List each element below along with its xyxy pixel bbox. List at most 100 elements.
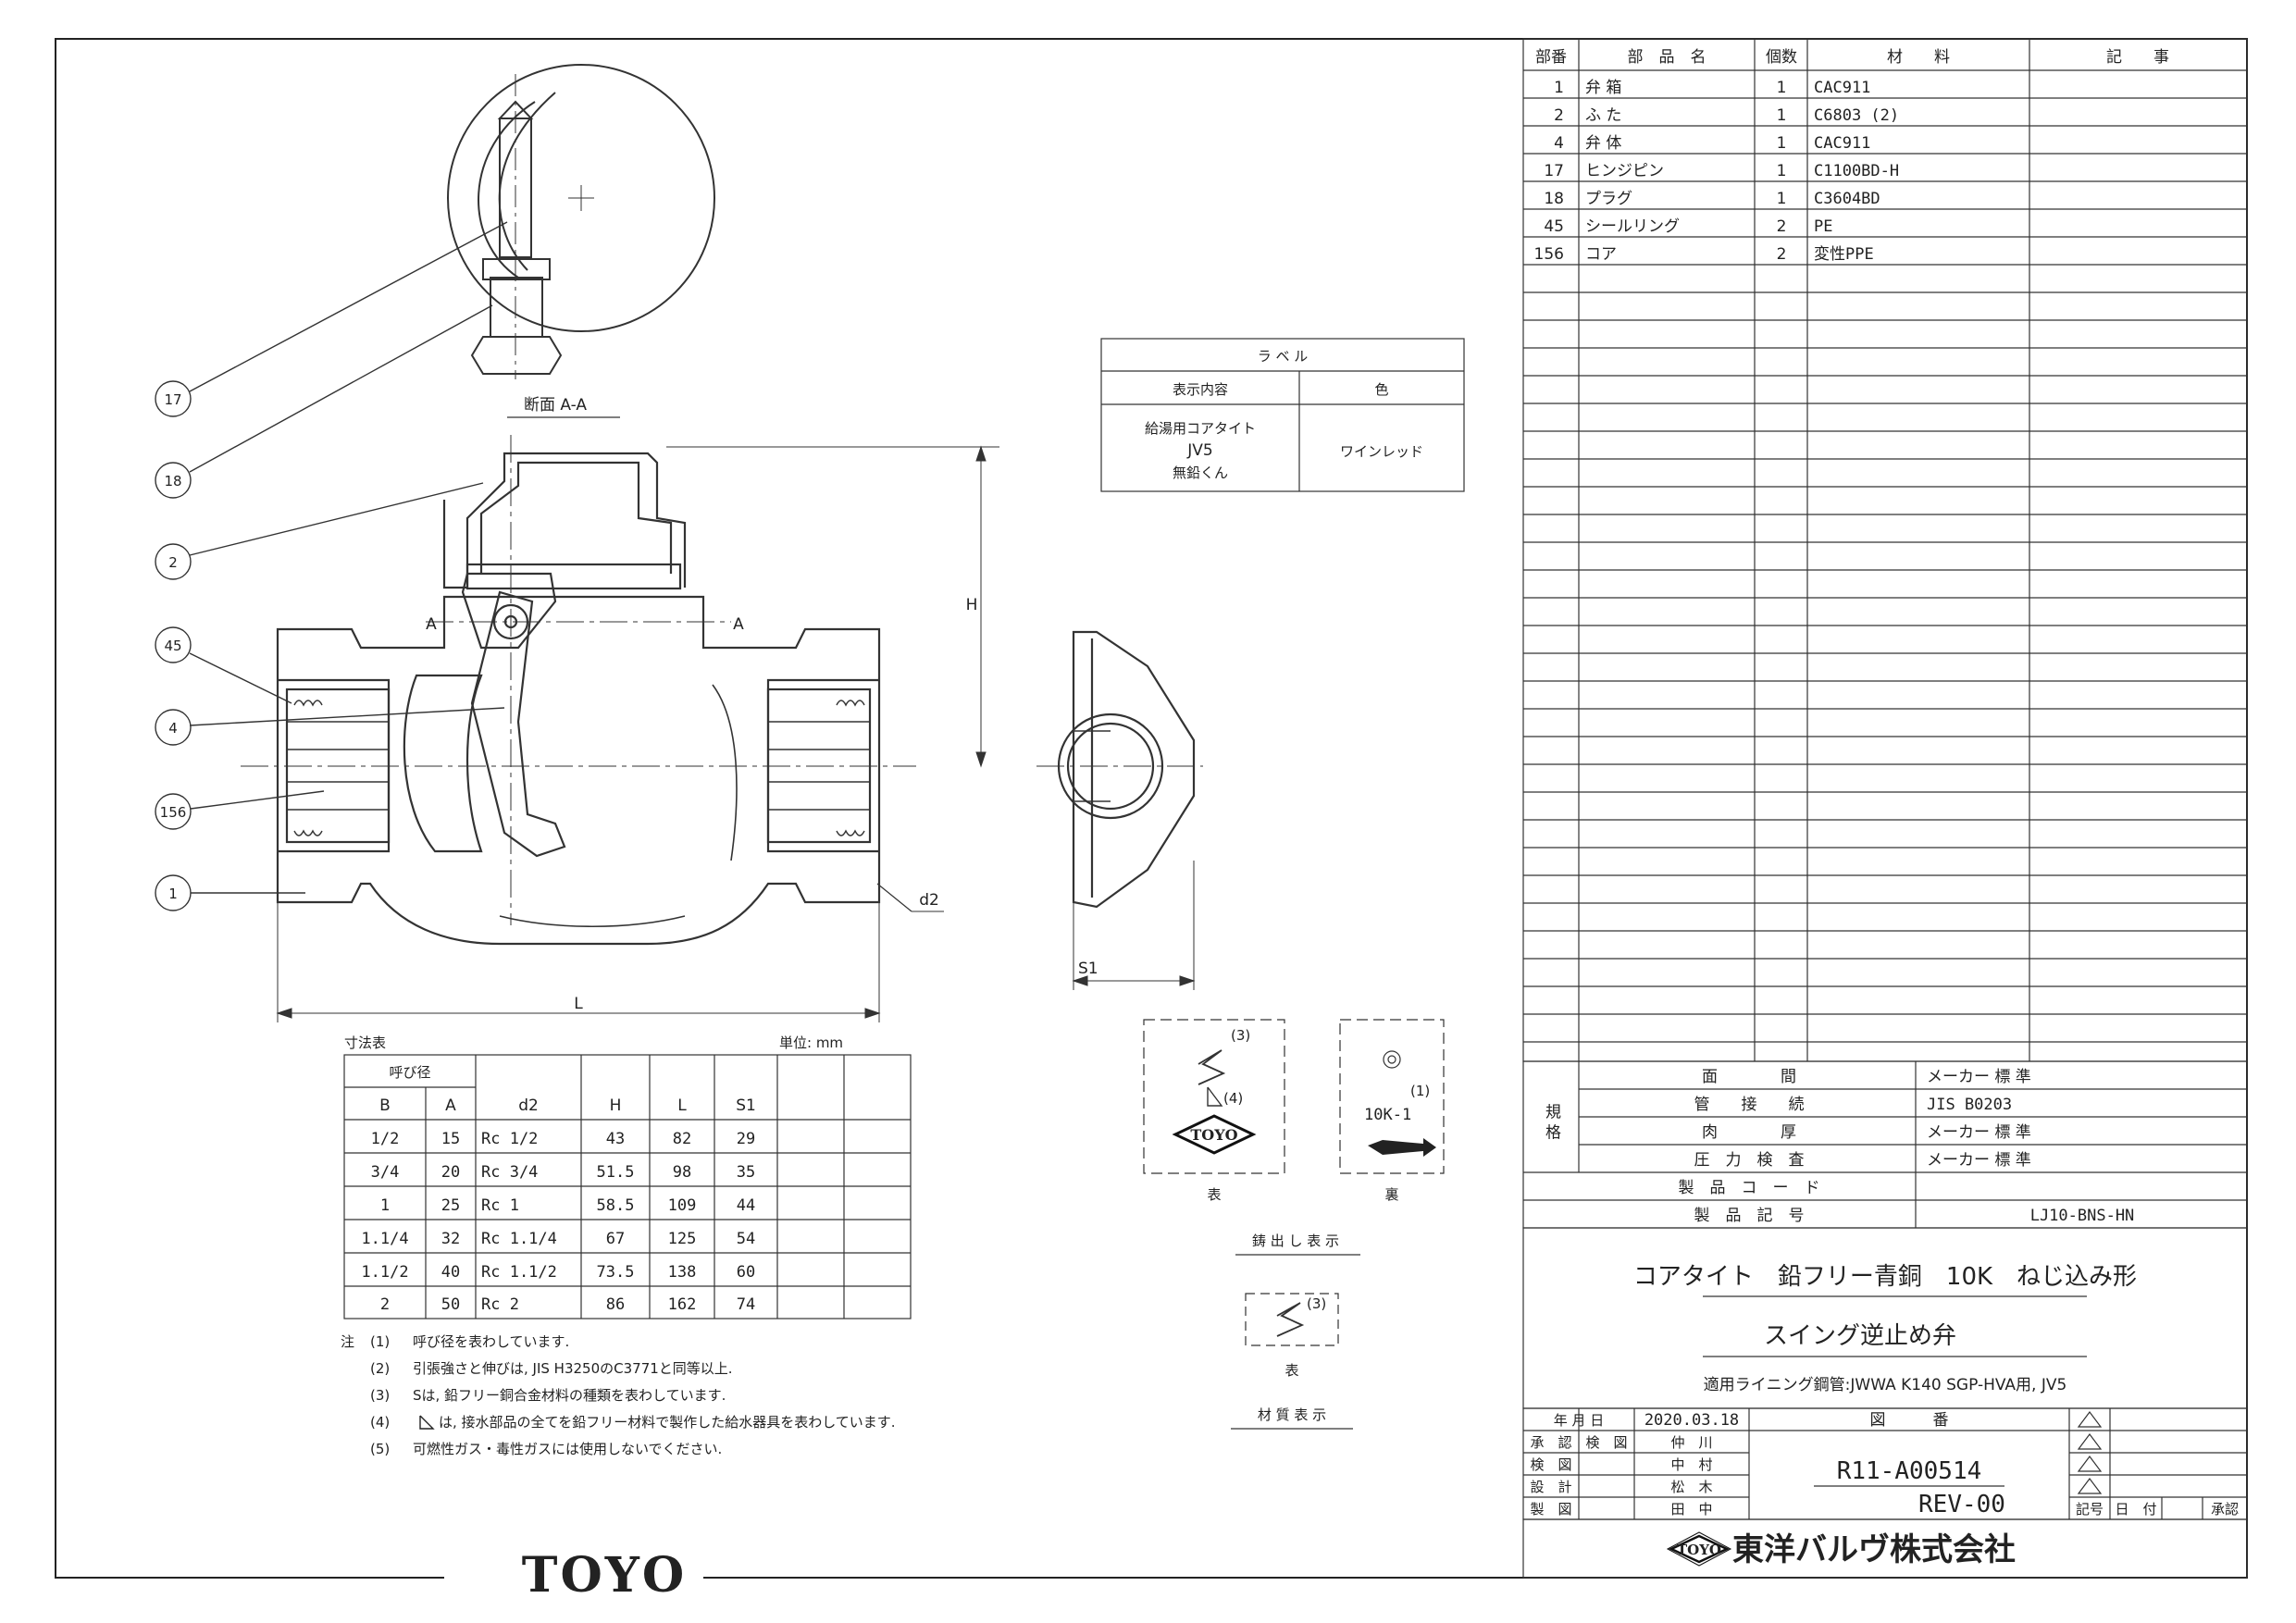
- cast-marking-back: [1339, 1019, 1445, 1174]
- dim-cell: 82: [673, 1130, 691, 1148]
- dimension-lines: [276, 445, 1196, 1022]
- header-part-name: 部 品 名: [1628, 48, 1706, 67]
- material-marking: [1245, 1293, 1339, 1346]
- dim-cell: Rc 1.1/2: [481, 1263, 557, 1282]
- parts-rows: 1 弁 箱 1 CAC911 2 ふ た 1 C6803 (2) 4 弁 体 1…: [1534, 79, 1900, 264]
- spec-item: 面 間: [1702, 1068, 1796, 1086]
- material-caption: 材 質 表 示: [1258, 1406, 1326, 1423]
- label-content-line: 給湯用コアタイト: [1145, 420, 1256, 437]
- dim-label-d2: d2: [919, 891, 939, 910]
- label-col-content: 表示内容: [1173, 381, 1228, 398]
- product-symbol-label: 製 品 記 号: [1694, 1207, 1805, 1225]
- table-row: 1.1/4 32 Rc 1.1/4 67 125 54: [361, 1230, 755, 1248]
- part-material: C1100BD-H: [1814, 162, 1899, 180]
- part-material: CAC911: [1814, 79, 1870, 97]
- note-text: は, 接水部品の全てを鉛フリー材料で製作した給水器具を表わしています.: [439, 1414, 896, 1431]
- section-a-a-view: [447, 64, 715, 379]
- part-material: PE: [1814, 217, 1832, 236]
- note-num: (3): [370, 1387, 390, 1404]
- table-row: 1 25 Rc 1 58.5 109 44: [380, 1196, 755, 1215]
- rev-col-date: 日 付: [2115, 1501, 2156, 1518]
- dim-cell: 125: [668, 1230, 697, 1248]
- parts-table: [1522, 38, 2248, 1062]
- cast-front-label: 表: [1207, 1186, 1221, 1203]
- table-row: 17 ヒンジピン 1 C1100BD-H: [1544, 162, 1899, 180]
- valve-side-view: [1057, 630, 1196, 909]
- balloon-label: 18: [164, 473, 181, 489]
- spec-item: 肉 厚: [1702, 1123, 1796, 1142]
- product-code-label: 製 品 コ ー ド: [1679, 1179, 1820, 1197]
- footer-logo-text: TOYO: [522, 1547, 687, 1604]
- part-material: C6803 (2): [1814, 106, 1899, 125]
- dim-cell: 1/2: [371, 1130, 400, 1148]
- part-no: 4: [1554, 134, 1564, 153]
- company-name: 東洋バルヴ株式会社: [1732, 1531, 2016, 1568]
- balloon-label: 45: [164, 638, 181, 654]
- dim-label-l: L: [574, 995, 583, 1013]
- spec-group-label: 規 格: [1542, 1103, 1561, 1139]
- dim-header: B: [379, 1096, 391, 1115]
- cast-ref-3: (3): [1231, 1027, 1250, 1044]
- spec-item: 管 接 続: [1694, 1096, 1805, 1114]
- table-row: 156 コア 2 変性PPE: [1534, 245, 1874, 264]
- product-title: コアタイト 鉛フリー青銅 10K ねじ込み形: [1633, 1263, 2137, 1291]
- part-balloons: [155, 221, 508, 911]
- dim-table-rows: 1/2 15 Rc 1/2 43 82 29 3/4 20 Rc 3/4 51.…: [361, 1130, 755, 1314]
- dim-cell: 40: [441, 1263, 460, 1282]
- role: 検 図: [1585, 1434, 1627, 1451]
- cast-back-label: 裏: [1384, 1186, 1398, 1203]
- dim-cell: 20: [441, 1163, 460, 1182]
- spec-rows: 面 間 メーカー 標 準 管 接 続 JIS B0203 肉 厚 メーカー 標 …: [1679, 1068, 2135, 1225]
- header-material: 材 料: [1887, 48, 1950, 67]
- dim-table-caption: 寸法表: [344, 1035, 386, 1051]
- drawing-no: R11-A00514: [1837, 1457, 1982, 1485]
- note-num: (4): [370, 1414, 390, 1431]
- label-color: ワインレッド: [1340, 443, 1423, 460]
- dim-cell: Rc 2: [481, 1295, 519, 1314]
- part-material: C3604BD: [1814, 190, 1880, 208]
- dim-cell: 138: [668, 1263, 697, 1282]
- note-num: (2): [370, 1360, 390, 1377]
- flow-arrow-icon: [1368, 1138, 1436, 1157]
- dim-cell: 32: [441, 1230, 460, 1248]
- note-text: 引張強さと伸びは, JIS H3250のC3771と同等以上.: [413, 1360, 733, 1377]
- dim-cell: Rc 1/2: [481, 1130, 538, 1148]
- dim-cell: 3/4: [371, 1163, 400, 1182]
- header-part-no: 部番: [1535, 48, 1567, 67]
- company-logo: TOYO: [1666, 1531, 1732, 1567]
- part-qty: 1: [1777, 79, 1787, 97]
- dim-cell: 25: [441, 1196, 460, 1215]
- date-label: 年 月 日: [1554, 1412, 1605, 1429]
- dim-header: S1: [736, 1096, 756, 1115]
- dim-cell: 162: [668, 1295, 697, 1314]
- section-mark-right: A: [733, 615, 744, 634]
- dim-cell: 73.5: [597, 1263, 635, 1282]
- parts-table-header: 部番 部 品 名 個数 材 料 記 事: [1535, 48, 2169, 67]
- table-row: 1 弁 箱 1 CAC911: [1554, 79, 1870, 97]
- checker-name: 中 村: [1670, 1456, 1712, 1473]
- drafter-name: 田 中: [1670, 1501, 1712, 1518]
- dim-cell: 60: [737, 1263, 755, 1282]
- part-material: CAC911: [1814, 134, 1870, 153]
- part-balloon-labels: 17 18 2 45 4 156 1: [160, 391, 187, 902]
- role: 検 図: [1530, 1456, 1571, 1473]
- approver-name: 仲 川: [1670, 1434, 1712, 1451]
- dim-cell: 43: [606, 1130, 625, 1148]
- role: 製 図: [1530, 1501, 1571, 1518]
- dim-cell: Rc 3/4: [481, 1163, 538, 1182]
- dim-cell: 29: [737, 1130, 755, 1148]
- designer-name: 松 木: [1670, 1479, 1712, 1495]
- dim-cell: 109: [668, 1196, 697, 1215]
- material-ref: (3): [1307, 1295, 1326, 1312]
- spec-value: メーカー 標 準: [1927, 1123, 2031, 1142]
- part-material: 変性PPE: [1814, 245, 1874, 264]
- dim-cell: 2: [380, 1295, 390, 1314]
- role: 承 認: [1530, 1434, 1571, 1451]
- notes: 注 (1) 呼び径を表わしています. (2) 引張強さと伸びは, JIS H32…: [341, 1333, 896, 1457]
- label-table-title: ラ ベ ル: [1258, 348, 1309, 365]
- part-qty: 1: [1777, 106, 1787, 125]
- table-row: 1.1/2 40 Rc 1.1/2 73.5 138 60: [361, 1263, 755, 1282]
- dim-header: A: [445, 1096, 456, 1115]
- cast-ref-1: (1): [1410, 1083, 1430, 1099]
